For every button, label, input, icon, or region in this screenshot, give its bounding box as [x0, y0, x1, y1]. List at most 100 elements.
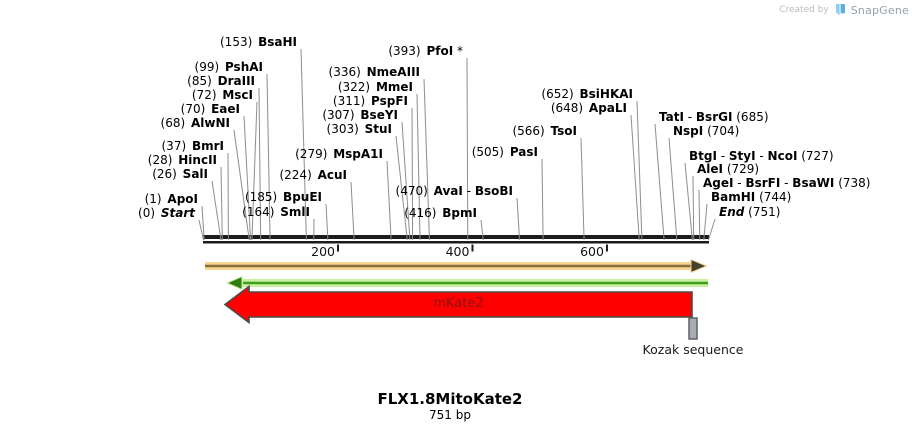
enzyme-name: StyI [728, 149, 756, 163]
site-leader-line [258, 87, 262, 241]
site-label-msci[interactable]: (72) MscI [192, 89, 253, 102]
site-label-pshai[interactable]: (99) PshAI [195, 61, 263, 74]
site-label-btgi-styi-ncoi[interactable]: BtgI - StyI - NcoI (727) [689, 150, 834, 163]
site-label-pspfi[interactable]: (311) PspFI [333, 95, 408, 108]
snapgene-credit: Created by SnapGene [779, 3, 909, 17]
site-leader-line [401, 121, 411, 241]
site-leader-line [233, 129, 250, 241]
site-position: (279) [295, 147, 332, 161]
site-label-alei[interactable]: AleI (729) [697, 163, 759, 176]
site-position: (685) [732, 110, 769, 124]
site-position: (99) [194, 60, 223, 74]
ruler-tick [336, 244, 339, 252]
site-position: (322) [337, 80, 374, 94]
site-label-end[interactable]: End (751) [719, 206, 780, 219]
site-leader-line [703, 203, 708, 241]
site-leader-line [411, 107, 414, 241]
site-label-acui[interactable]: (224) AcuI [279, 169, 347, 182]
enzyme-name: BmrI [191, 139, 224, 153]
enzyme-name: DraIII [217, 74, 255, 88]
site-label-agei-bsrfi-bsawi[interactable]: AgeI - BsrFI - BsaWI (738) [703, 177, 870, 190]
site-label-bpuei[interactable]: (185) BpuEI [245, 191, 322, 204]
enzyme-name: AvaI [433, 184, 463, 198]
site-label-apoi[interactable]: (1) ApoI [145, 193, 198, 206]
snapgene-brand-text: SnapGene [850, 3, 909, 17]
created-by-text: Created by [779, 5, 829, 15]
enzyme-name: AlwNI [191, 116, 230, 130]
site-position: (28) [147, 153, 177, 167]
ruler-tick [605, 244, 608, 252]
site-position: (648) [550, 101, 587, 115]
site-label-mmei[interactable]: (322) MmeI [338, 81, 413, 94]
site-label-nmeaiii[interactable]: (336) NmeAIII [329, 66, 420, 79]
site-label-pfoi[interactable]: (393) PfoI * [388, 45, 463, 58]
site-label-start[interactable]: (0) Start [138, 207, 195, 220]
site-label-sali[interactable]: (26) SalI [152, 168, 208, 181]
enzyme-name: BpmI [442, 206, 477, 220]
mkate2-feature-arrow[interactable] [223, 284, 693, 325]
enzyme-name: BsrFI [745, 176, 781, 190]
enzyme-name: AgeI [703, 176, 734, 190]
enzyme-name: BamHI [711, 190, 756, 204]
site-leader-line [198, 219, 204, 241]
map-length: 751 bp [429, 408, 471, 422]
site-label-apali[interactable]: (648) ApaLI [551, 102, 627, 115]
site-label-bpmi[interactable]: (416) BpmI [404, 207, 477, 220]
snapgene-logo-icon [835, 4, 845, 16]
site-position: (393) [388, 44, 425, 58]
site-leader-line [541, 158, 544, 241]
sequence-ruler[interactable] [203, 235, 709, 239]
site-leader-line [708, 218, 716, 241]
site-label-mspa1i[interactable]: (279) MspA1I [295, 148, 383, 161]
site-position: (505) [471, 145, 508, 159]
site-leader-line [580, 137, 585, 241]
site-leader-line [251, 101, 258, 241]
site-label-bsihkai[interactable]: (652) BsiHKAI [541, 88, 633, 101]
site-leader-line [654, 123, 665, 241]
site-label-eaei[interactable]: (70) EaeI [181, 103, 240, 116]
site-label-stui[interactable]: (303) StuI [327, 123, 392, 136]
kozak-sequence-marker[interactable] [688, 317, 698, 340]
enzyme-name: MmeI [375, 80, 413, 94]
site-leader-line [211, 180, 222, 241]
site-label-alwni[interactable]: (68) AlwNI [161, 117, 230, 130]
site-label-tati-bsrgi[interactable]: TatI - BsrGI (685) [659, 111, 769, 124]
kozak-sequence-label[interactable]: Kozak sequence [642, 342, 744, 357]
enzyme-name: BsiHKAI [579, 87, 634, 101]
site-label-smli[interactable]: (164) SmlI [242, 206, 310, 219]
site-position: (0) [138, 206, 159, 220]
enzyme-name: StuI [364, 122, 392, 136]
site-leader-line [300, 48, 307, 241]
site-label-hincii[interactable]: (28) HincII [148, 154, 217, 167]
site-position: - [716, 149, 729, 163]
site-label-avai-bsobi[interactable]: (470) AvaI - BsoBI [396, 185, 513, 198]
reverse-strand-arrowhead-icon [225, 275, 243, 291]
site-position: (164) [242, 205, 279, 219]
site-label-draiii[interactable]: (85) DraIII [187, 75, 255, 88]
site-position: (336) [328, 65, 365, 79]
site-label-tsoi[interactable]: (566) TsoI [512, 125, 577, 138]
sequence-ruler-baseline[interactable] [203, 241, 709, 244]
site-label-bsahi[interactable]: (153) BsaHI [220, 36, 297, 49]
site-label-bseyi[interactable]: (307) BseYI [322, 109, 398, 122]
site-leader-line [636, 100, 643, 241]
site-label-bmri[interactable]: (37) BmrI [162, 140, 225, 153]
site-position: (307) [322, 108, 359, 122]
mkate2-feature-label[interactable]: mKate2 [433, 296, 484, 311]
site-label-nspi[interactable]: NspI (704) [673, 125, 739, 138]
site-label-pasi[interactable]: (505) PasI [472, 146, 538, 159]
site-leader-line [350, 181, 355, 241]
enzyme-name: MscI [222, 88, 253, 102]
site-leader-line [630, 114, 640, 241]
map-title-block: FLX1.8MitoKate2 751 bp [0, 391, 900, 423]
enzyme-name: PshAI [224, 60, 263, 74]
site-leader-line [466, 57, 469, 241]
site-position: - [462, 184, 475, 198]
site-leader-line [266, 73, 271, 241]
ruler-tick-label: 200 [311, 244, 335, 259]
site-label-bamhi[interactable]: BamHI (744) [711, 191, 791, 204]
ruler-tick-label: 400 [446, 244, 470, 259]
